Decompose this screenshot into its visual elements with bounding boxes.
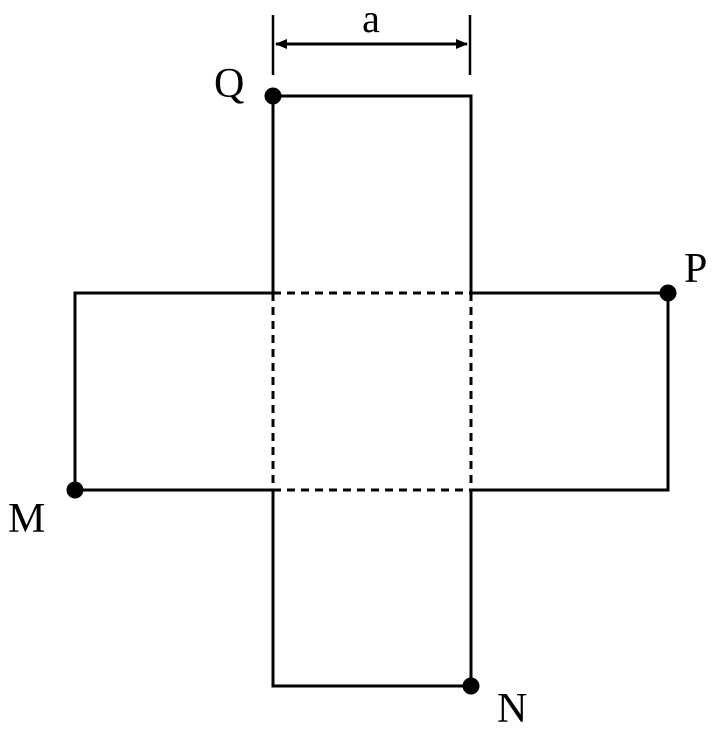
point-p-dot [659, 284, 677, 302]
label-q: Q [214, 61, 244, 107]
net-outline [73, 94, 670, 688]
point-n-dot [462, 677, 480, 695]
fold-lines [271, 291, 473, 492]
cross-outline [73, 94, 670, 688]
points [66, 87, 677, 695]
dimension-label-a: a [362, 0, 380, 41]
dimension-a: a [271, 0, 472, 75]
point-m-dot [66, 481, 84, 499]
label-p: P [684, 246, 707, 292]
point-q-dot [264, 87, 282, 105]
label-n: N [497, 686, 527, 732]
label-m: M [8, 496, 45, 542]
